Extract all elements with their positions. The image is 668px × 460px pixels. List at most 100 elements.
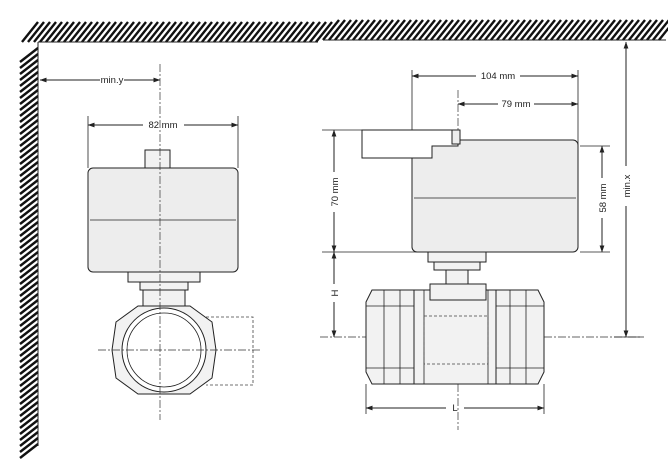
hatch-stroke bbox=[19, 125, 39, 141]
height-58-label: 58 mm bbox=[598, 183, 609, 212]
width-82-label: 82 mm bbox=[148, 120, 177, 131]
hatch-stroke bbox=[550, 19, 568, 41]
hatch-stroke bbox=[19, 137, 39, 153]
hatch-stroke bbox=[19, 197, 39, 213]
hatch-stroke bbox=[19, 173, 39, 189]
hatch-stroke bbox=[213, 21, 231, 43]
hatch-stroke bbox=[460, 19, 478, 41]
hatch-stroke bbox=[19, 443, 39, 459]
hatch-stroke bbox=[376, 19, 394, 41]
hatch-stroke bbox=[370, 19, 388, 41]
hatch-stroke bbox=[424, 19, 442, 41]
hatch-stroke bbox=[526, 19, 544, 41]
left-actuator bbox=[87, 149, 239, 307]
hatch-stroke bbox=[19, 89, 39, 105]
h-dimension: H bbox=[322, 251, 428, 338]
hatch-stroke bbox=[219, 21, 237, 43]
hatch-stroke bbox=[640, 19, 658, 41]
hatch-stroke bbox=[328, 19, 346, 41]
hatch-stroke bbox=[19, 293, 39, 309]
hatch-stroke bbox=[19, 383, 39, 399]
hatch-stroke bbox=[19, 251, 39, 267]
hatch-stroke bbox=[19, 389, 39, 405]
width-79-dimension: 79 mm bbox=[457, 99, 579, 110]
hatch-stroke bbox=[19, 395, 39, 411]
hatch-stroke bbox=[19, 239, 39, 255]
hatch-stroke bbox=[478, 19, 496, 41]
hatch-stroke bbox=[19, 323, 39, 339]
hatch-stroke bbox=[19, 155, 39, 171]
hatch-stroke bbox=[123, 21, 141, 43]
hatch-stroke bbox=[19, 221, 39, 237]
hatch-stroke bbox=[237, 21, 255, 43]
hatch-stroke bbox=[19, 143, 39, 159]
min-x-label: min.x bbox=[622, 174, 633, 197]
hatch-stroke bbox=[19, 347, 39, 363]
hatch-stroke bbox=[279, 21, 297, 43]
hatch-stroke bbox=[19, 335, 39, 351]
hatch-stroke bbox=[19, 227, 39, 243]
hatch-stroke bbox=[574, 19, 592, 41]
hatch-stroke bbox=[406, 19, 424, 41]
hatch-stroke bbox=[93, 21, 111, 43]
hatch-stroke bbox=[21, 21, 39, 43]
hatch-stroke bbox=[472, 19, 490, 41]
hatch-stroke bbox=[19, 437, 39, 453]
hatch-stroke bbox=[19, 59, 39, 75]
right-valve-body bbox=[365, 283, 545, 385]
hatch-stroke bbox=[19, 65, 39, 81]
hatch-stroke bbox=[285, 21, 303, 43]
hatch-stroke bbox=[400, 19, 418, 41]
hatch-stroke bbox=[346, 19, 364, 41]
hatch-stroke bbox=[159, 21, 177, 43]
hatch-stroke bbox=[249, 21, 267, 43]
hatch-stroke bbox=[19, 275, 39, 291]
right-ceiling-hatch bbox=[322, 19, 668, 41]
hatch-stroke bbox=[111, 21, 129, 43]
hatch-stroke bbox=[580, 19, 598, 41]
hatch-stroke bbox=[556, 19, 574, 41]
hatch-stroke bbox=[538, 19, 556, 41]
hatch-stroke bbox=[622, 19, 640, 41]
hatch-stroke bbox=[315, 21, 333, 43]
hatch-stroke bbox=[75, 21, 93, 43]
hatch-stroke bbox=[19, 215, 39, 231]
height-70-dimension: 70 mm bbox=[322, 129, 365, 253]
hatch-stroke bbox=[87, 21, 105, 43]
hatch-stroke bbox=[19, 341, 39, 357]
hatch-stroke bbox=[652, 19, 668, 41]
hatch-stroke bbox=[19, 305, 39, 321]
left-wall-hatch bbox=[19, 21, 333, 459]
hatch-stroke bbox=[19, 53, 39, 69]
hatch-stroke bbox=[273, 21, 291, 43]
hatch-stroke bbox=[19, 209, 39, 225]
hatch-stroke bbox=[484, 19, 502, 41]
hatch-stroke bbox=[99, 21, 117, 43]
hatch-stroke bbox=[19, 419, 39, 435]
hatch-stroke bbox=[19, 359, 39, 375]
hatch-stroke bbox=[19, 185, 39, 201]
hatch-stroke bbox=[562, 19, 580, 41]
hatch-stroke bbox=[39, 21, 57, 43]
hatch-stroke bbox=[189, 21, 207, 43]
hatch-stroke bbox=[430, 19, 448, 41]
width-104-label: 104 mm bbox=[481, 71, 515, 82]
hatch-stroke bbox=[394, 19, 412, 41]
hatch-stroke bbox=[153, 21, 171, 43]
hatch-stroke bbox=[297, 21, 315, 43]
hatch-stroke bbox=[19, 131, 39, 147]
hatch-stroke bbox=[442, 19, 460, 41]
hatch-stroke bbox=[19, 281, 39, 297]
hatch-stroke bbox=[19, 413, 39, 429]
hatch-stroke bbox=[19, 77, 39, 93]
hatch-stroke bbox=[412, 19, 430, 41]
hatch-stroke bbox=[19, 95, 39, 111]
hatch-stroke bbox=[340, 19, 358, 41]
hatch-stroke bbox=[19, 329, 39, 345]
hatch-stroke bbox=[19, 431, 39, 447]
hatch-stroke bbox=[658, 26, 668, 41]
hatch-stroke bbox=[496, 19, 514, 41]
hatch-stroke bbox=[19, 257, 39, 273]
hatch-stroke bbox=[19, 83, 39, 99]
hatch-stroke bbox=[45, 21, 63, 43]
